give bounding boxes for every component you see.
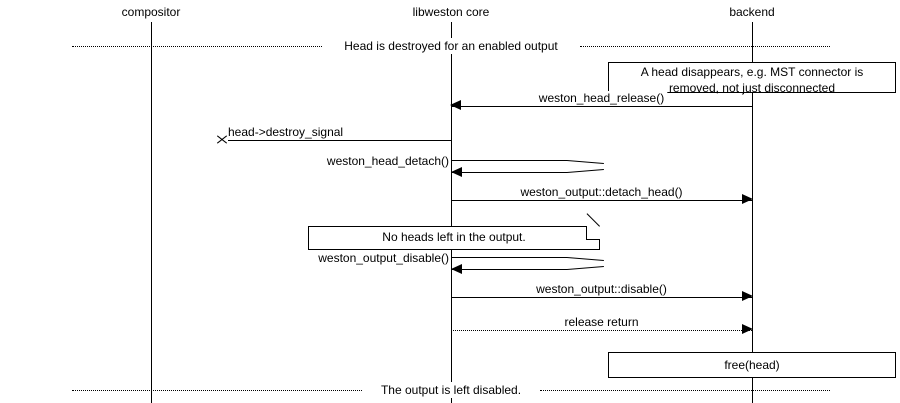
arrow-right-icon xyxy=(742,194,753,204)
message-label: weston_output::disable() xyxy=(533,282,670,296)
message-weston-output-disable: weston_output::disable() xyxy=(451,282,753,301)
note-fold-corner-icon xyxy=(586,226,600,240)
message-release-return: release return xyxy=(451,315,753,334)
top-separator-line-left xyxy=(72,46,322,47)
message-label: head->destroy_signal xyxy=(228,125,347,139)
note-head-disappears-line2: removed, not just disconnected xyxy=(668,81,836,95)
top-separator-line-right xyxy=(580,46,830,47)
top-separator: Head is destroyed for an enabled output xyxy=(0,38,900,54)
activation-free-head: free(head) xyxy=(608,352,896,378)
self-message-spike-bottom xyxy=(566,266,604,270)
self-message-label: weston_head_detach() xyxy=(326,154,449,168)
self-message-spike-top xyxy=(566,160,604,164)
message-weston-output-detach-head: weston_output::detach_head() xyxy=(451,185,753,204)
self-message-label: weston_output_disable() xyxy=(318,251,449,265)
self-message-line-bottom xyxy=(452,172,567,173)
lifeline-label-libweston-core: libweston core xyxy=(412,5,490,19)
self-message-line-top xyxy=(452,257,567,258)
arrow-right-icon xyxy=(742,324,753,334)
lifeline-line-libweston-core xyxy=(451,22,452,403)
note-head-disappears: A head disappears, e.g. MST connector is… xyxy=(608,62,896,95)
self-message-spike-top xyxy=(566,257,604,261)
self-message-weston-output-disable: weston_output_disable() xyxy=(318,251,604,281)
self-message-spike-bottom xyxy=(566,169,604,173)
lost-message-x-icon xyxy=(216,134,228,146)
note-no-heads-left-text: No heads left in the output. xyxy=(382,230,526,244)
message-line xyxy=(228,140,451,141)
arrow-left-icon xyxy=(451,264,462,274)
message-line xyxy=(451,106,752,107)
lifeline-label-backend: backend xyxy=(729,5,775,19)
message-line xyxy=(451,297,752,298)
bottom-separator-label: The output is left disabled. xyxy=(378,382,524,398)
arrow-right-icon xyxy=(742,291,753,301)
message-line xyxy=(451,330,752,331)
arrow-left-icon xyxy=(451,167,462,177)
activation-free-head-label: free(head) xyxy=(724,358,780,372)
bottom-separator-line-left xyxy=(72,390,362,391)
message-label: weston_output::detach_head() xyxy=(517,185,686,199)
message-label: release return xyxy=(561,315,642,329)
message-head-destroy-signal: head->destroy_signal xyxy=(228,125,451,144)
top-separator-label: Head is destroyed for an enabled output xyxy=(342,38,560,54)
note-head-disappears-line1: A head disappears, e.g. MST connector is xyxy=(640,65,864,79)
self-message-line-bottom xyxy=(452,269,567,270)
self-message-line-top xyxy=(452,160,567,161)
message-label: weston_head_release() xyxy=(535,91,668,105)
self-message-weston-head-detach: weston_head_detach() xyxy=(327,154,604,184)
message-weston-head-release: weston_head_release() xyxy=(450,91,752,110)
lifeline-line-compositor xyxy=(151,22,152,403)
lifeline-line-backend-upper xyxy=(752,22,753,352)
note-no-heads-left: No heads left in the output. xyxy=(308,213,600,250)
note-fold-diagonal-icon xyxy=(586,213,600,227)
lifeline-label-compositor: compositor xyxy=(121,5,181,19)
bottom-separator: The output is left disabled. xyxy=(0,382,900,398)
arrow-left-icon xyxy=(450,100,461,110)
bottom-separator-line-right xyxy=(540,390,830,391)
message-line xyxy=(451,200,752,201)
